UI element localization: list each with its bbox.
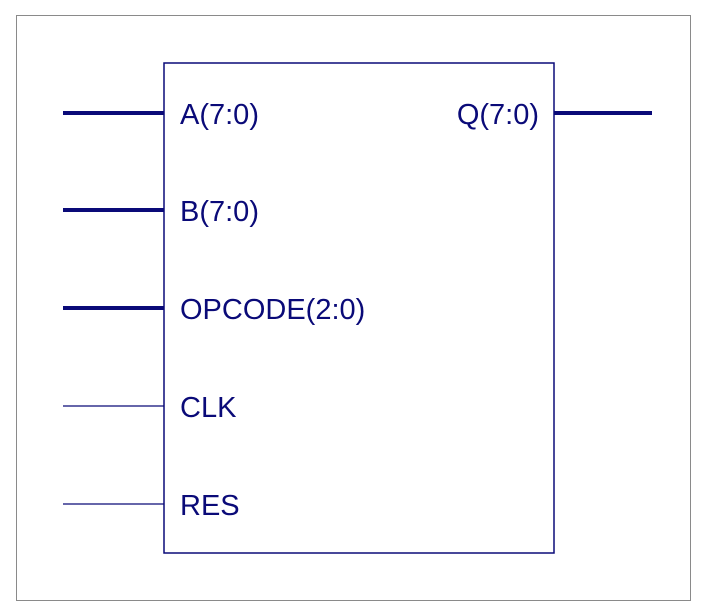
input-label-opcode: OPCODE(2:0) <box>180 294 365 326</box>
input-label-clk: CLK <box>180 392 237 424</box>
input-label-b: B(7:0) <box>180 196 259 228</box>
output-label-q: Q(7:0) <box>457 99 539 131</box>
input-label-res: RES <box>180 490 240 522</box>
input-label-a: A(7:0) <box>180 99 259 131</box>
